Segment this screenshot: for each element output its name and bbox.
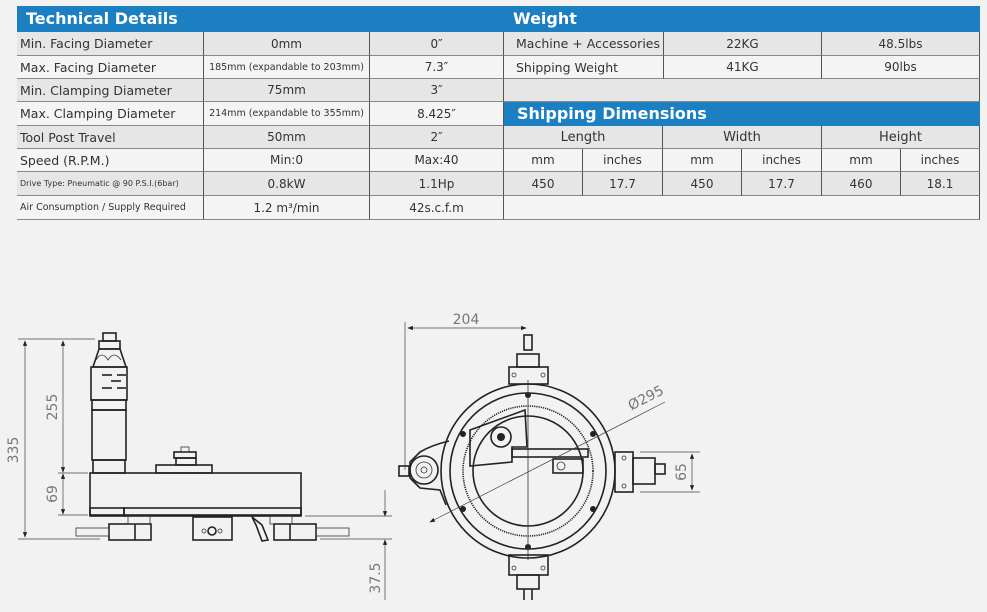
side-view-drawing: 335 255 69 37.5 [6, 332, 392, 600]
weight-imperial: 90lbs [822, 56, 980, 79]
tech-row-metric: 1.2 m³/min [204, 196, 370, 220]
shipping-value: 18.1 [901, 172, 980, 196]
weight-spacer-row [504, 79, 980, 102]
tech-row-label: Tool Post Travel [17, 126, 204, 149]
shipping-spacer-row [504, 196, 980, 220]
tech-row-metric: 0.8kW [204, 172, 370, 196]
tech-row-label: Speed (R.P.M.) [17, 149, 204, 172]
shipping-unit: mm [663, 149, 742, 172]
dim-overall-height: 335 [6, 437, 22, 464]
shipping-unit: inches [901, 149, 980, 172]
shipping-group-width: Width [663, 126, 822, 149]
shipping-unit: mm [504, 149, 583, 172]
dim-body-height: 69 [45, 485, 61, 503]
shipping-group-length: Length [504, 126, 663, 149]
dim-width: 204 [453, 312, 480, 328]
tech-row-label: Max. Clamping Diameter [17, 102, 204, 126]
tech-row-imperial: 8.425″ [370, 102, 504, 126]
technical-details-header: Technical Details [17, 6, 504, 32]
tech-row-label: Min. Clamping Diameter [17, 79, 204, 102]
tech-row-imperial: 1.1Hp [370, 172, 504, 196]
weight-label: Machine + Accessories [504, 32, 664, 56]
shipping-value: 17.7 [742, 172, 822, 196]
shipping-unit: inches [742, 149, 822, 172]
tech-row-label: Air Consumption / Supply Required [17, 196, 204, 220]
dim-motor-height: 255 [45, 394, 61, 421]
weight-metric: 22KG [664, 32, 822, 56]
tech-row-metric: 185mm (expandable to 203mm) [204, 56, 370, 79]
shipping-value: 450 [663, 172, 742, 196]
tech-row-label: Min. Facing Diameter [17, 32, 204, 56]
weight-header: Weight [504, 6, 980, 32]
tech-row-label: Max. Facing Diameter [17, 56, 204, 79]
dim-diameter: Ø295 [626, 383, 667, 414]
shipping-group-height: Height [822, 126, 980, 149]
tech-row-metric: 50mm [204, 126, 370, 149]
tech-row-metric: 0mm [204, 32, 370, 56]
weight-metric: 41KG [664, 56, 822, 79]
shipping-value: 450 [504, 172, 583, 196]
dim-bracket: 65 [674, 463, 690, 481]
weight-imperial: 48.5lbs [822, 32, 980, 56]
shipping-unit: inches [583, 149, 663, 172]
tech-row-label: Drive Type: Pneumatic @ 90 P.S.I.(6bar) [17, 172, 204, 196]
dim-base-offset: 37.5 [368, 562, 384, 593]
shipping-unit: mm [822, 149, 901, 172]
tech-row-metric: Min:0 [204, 149, 370, 172]
tech-row-imperial: 7.3″ [370, 56, 504, 79]
shipping-dimensions-header: Shipping Dimensions [504, 102, 980, 126]
top-view-drawing: 204 [398, 312, 700, 600]
weight-label: Shipping Weight [504, 56, 664, 79]
shipping-value: 460 [822, 172, 901, 196]
tech-row-metric: 75mm [204, 79, 370, 102]
tech-row-imperial: 3″ [370, 79, 504, 102]
tech-row-imperial: 0″ [370, 32, 504, 56]
shipping-value: 17.7 [583, 172, 663, 196]
tech-row-metric: 214mm (expandable to 355mm) [204, 102, 370, 126]
tech-row-imperial: 42s.c.f.m [370, 196, 504, 220]
tech-row-imperial: Max:40 [370, 149, 504, 172]
tech-row-imperial: 2″ [370, 126, 504, 149]
